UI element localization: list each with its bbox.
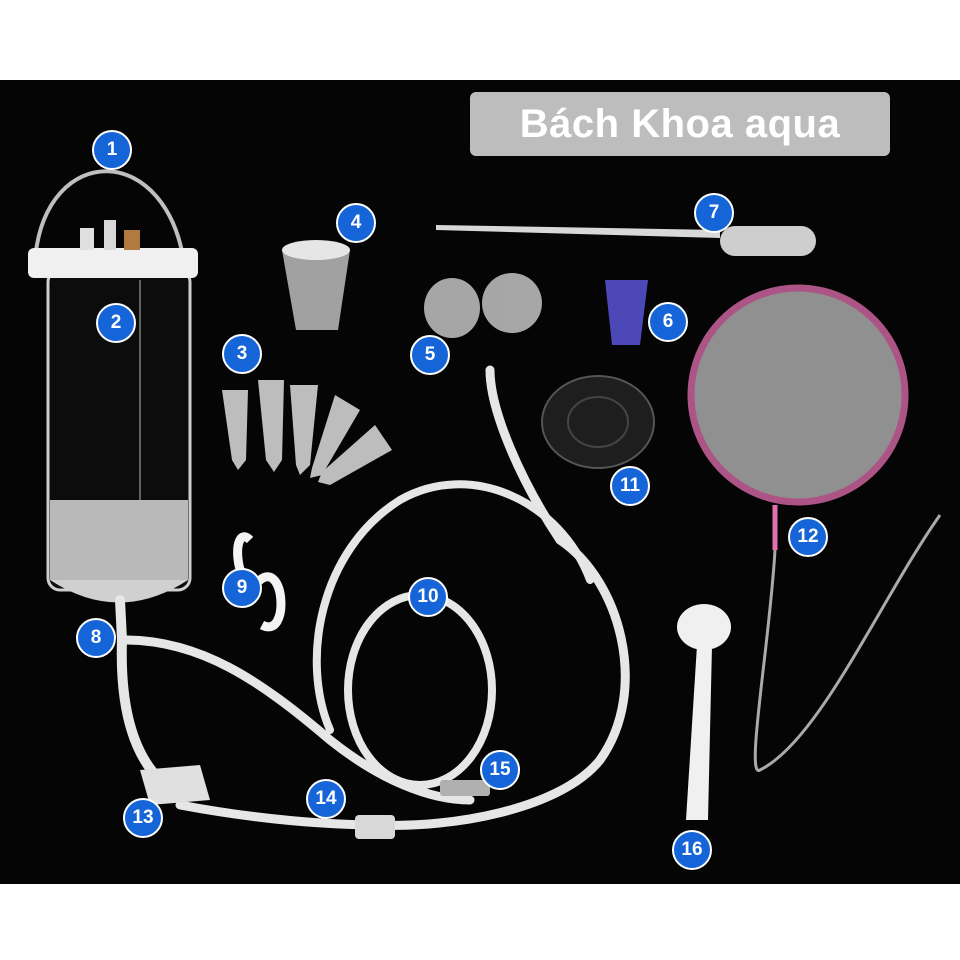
drip-container <box>28 220 198 603</box>
brand-label: Bách Khoa aqua <box>470 92 890 156</box>
number-badge-14: 14 <box>306 779 346 819</box>
flow-valve <box>140 765 210 805</box>
product-photo: Bách Khoa aqua 1 2 3 4 5 6 7 8 9 10 11 1… <box>0 80 960 884</box>
number-badge-12: 12 <box>788 517 828 557</box>
dark-suction-cup <box>541 375 655 469</box>
tube-connector <box>355 815 395 839</box>
metal-valve <box>440 780 490 796</box>
number-badge-5: 5 <box>410 335 450 375</box>
number-badge-13: 13 <box>123 798 163 838</box>
measuring-spoon <box>677 604 731 820</box>
number-badge-6: 6 <box>648 302 688 342</box>
number-badge-9: 9 <box>222 568 262 608</box>
pipette <box>436 225 816 256</box>
number-badge-11: 11 <box>610 466 650 506</box>
number-badge-7: 7 <box>694 193 734 233</box>
sample-tubes <box>222 380 392 485</box>
kit-illustration <box>28 169 942 839</box>
number-badge-3: 3 <box>222 334 262 374</box>
number-badge-10: 10 <box>408 577 448 617</box>
fish-net <box>687 284 942 772</box>
bucket-handle <box>33 169 187 271</box>
blue-suction-cup <box>605 280 648 345</box>
number-badge-2: 2 <box>96 303 136 343</box>
number-badge-4: 4 <box>336 203 376 243</box>
number-badge-15: 15 <box>480 750 520 790</box>
number-badge-1: 1 <box>92 130 132 170</box>
number-badge-8: 8 <box>76 618 116 658</box>
number-badge-16: 16 <box>672 830 712 870</box>
measuring-cup <box>282 240 350 330</box>
suction-cups <box>424 273 542 338</box>
